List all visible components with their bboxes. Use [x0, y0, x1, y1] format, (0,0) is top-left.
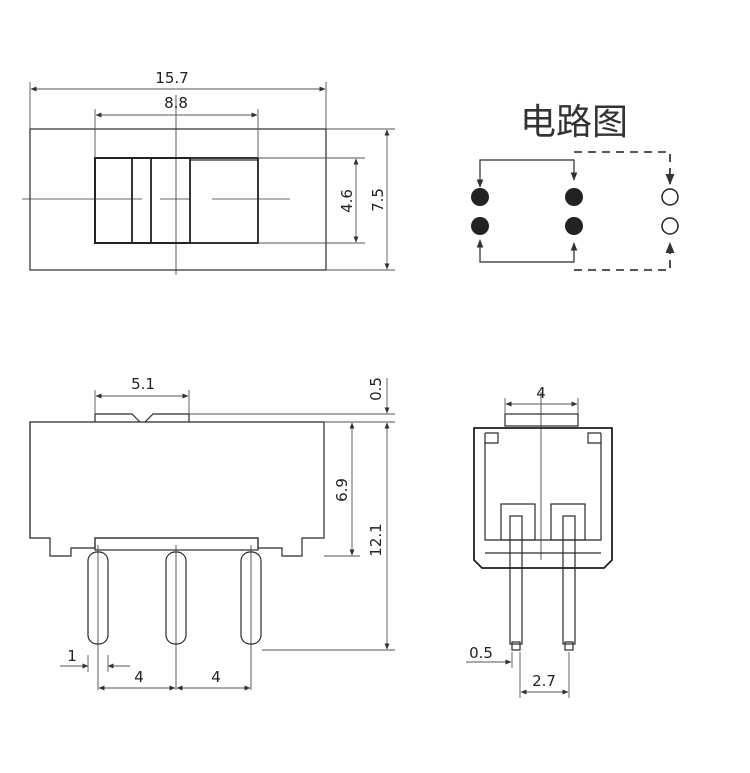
dim-pitch-left: 4: [134, 668, 144, 686]
side-contact-housing: [550, 503, 586, 541]
side-pin-tip: [511, 641, 521, 651]
front-actuator: [94, 413, 190, 423]
circuit-dashed-top: [574, 151, 675, 186]
top-body-outline: [29, 128, 327, 271]
contact-open: [661, 217, 679, 235]
dim-actuator-travel: 8.8: [164, 94, 188, 112]
front-view: 5.1 0.5 6.9 12.1 1 4 4: [29, 375, 395, 691]
dim-window-height: 4.6: [338, 189, 356, 213]
side-body-inner: [484, 433, 602, 541]
side-actuator: [504, 413, 579, 427]
dim-overall-height: 12.1: [367, 523, 385, 556]
dim-side-actuator-width: 4: [536, 384, 546, 402]
circuit-wire-top: [476, 159, 578, 188]
dim-pin-spacing: 2.7: [532, 672, 556, 690]
side-view: 4 0.5 2.7: [466, 384, 613, 698]
dim-total-length: 15.7: [155, 69, 188, 87]
dim-pin-thickness: 0.5: [469, 644, 493, 662]
circuit-title: 电路图: [520, 102, 628, 143]
side-body-inner-lip: [485, 432, 601, 444]
front-body-outline: [29, 421, 325, 557]
contact-closed: [471, 217, 489, 235]
dim-front-actuator-width: 5.1: [131, 375, 155, 393]
side-body-outline: [473, 427, 613, 569]
contact-closed: [565, 217, 583, 235]
dim-actuator-protrusion: 0.5: [367, 377, 385, 401]
dim-body-height: 6.9: [333, 478, 351, 502]
top-view: 15.7 8.8 4.6 7.5: [22, 69, 395, 275]
side-pin-tip: [564, 641, 574, 651]
circuit-wire-bottom: [476, 239, 578, 263]
side-pin: [509, 515, 523, 645]
side-contact-housing: [500, 503, 536, 541]
contact-open: [661, 188, 679, 206]
dim-pin-diameter: 1: [67, 647, 77, 665]
dim-body-width: 7.5: [369, 188, 387, 212]
circuit-diagram: 电路图: [471, 102, 679, 271]
actuator-window: [94, 157, 259, 244]
side-pin: [562, 515, 576, 645]
actuator-slider: [94, 157, 191, 244]
contact-closed: [565, 188, 583, 206]
front-base-plate: [94, 537, 259, 551]
dim-pitch-right: 4: [211, 668, 221, 686]
contact-closed: [471, 188, 489, 206]
circuit-dashed-bottom: [574, 241, 675, 271]
